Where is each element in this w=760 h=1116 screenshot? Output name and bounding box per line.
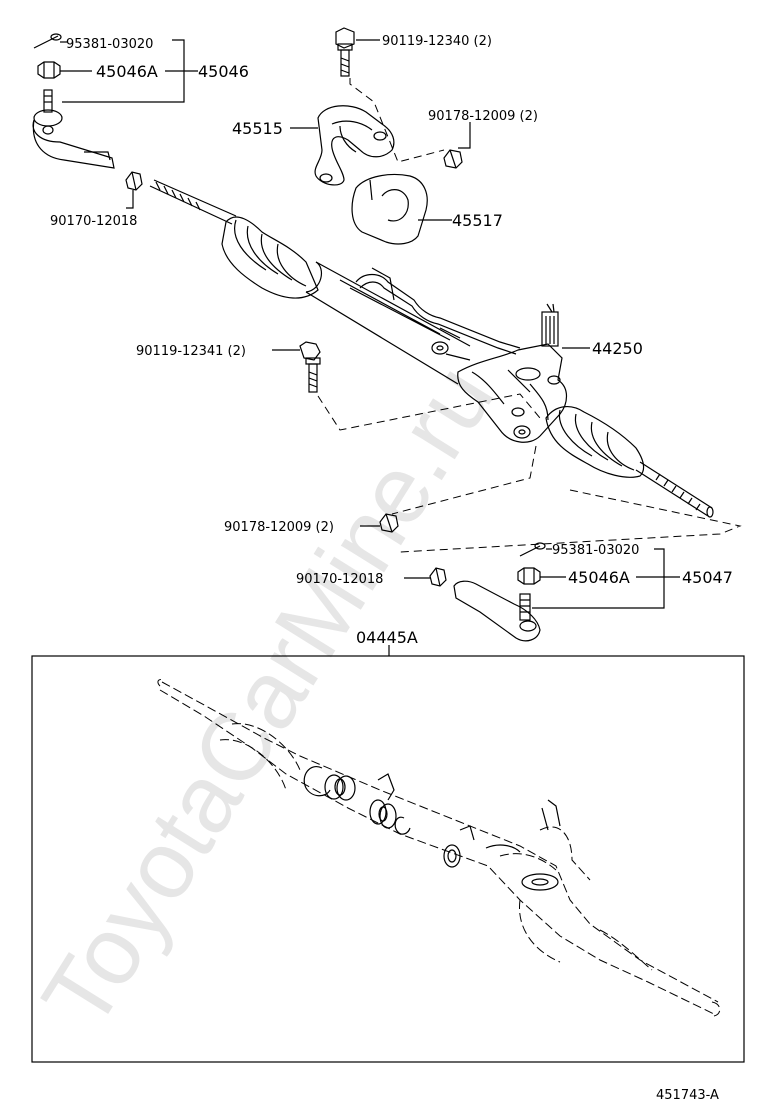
label-nut-bottom: 90178-12009 (2): [224, 520, 334, 535]
diagram-code: 451743-A: [656, 1088, 719, 1103]
label-cotter-pin-left: 95381-03020: [66, 37, 153, 52]
valve-gasket-icon: [521, 873, 559, 891]
oil-seal-icon: [324, 774, 356, 801]
label-nut-right: 45046A: [568, 568, 630, 587]
label-nut-top: 90178-12009 (2): [428, 109, 538, 124]
snap-ring-2-icon: [394, 816, 411, 835]
bracket-clamp: [314, 105, 395, 186]
tie-rod-end-left: [32, 89, 115, 169]
label-nut-left: 45046A: [96, 62, 158, 81]
seal-kit-parts: [303, 766, 561, 891]
tie-rod-end-right: [453, 580, 541, 642]
label-lock-nut-left: 90170-12018: [50, 214, 137, 229]
cotter-pin-right-icon: [519, 542, 546, 557]
label-bushing: 45517: [452, 211, 503, 230]
label-gear-assembly: 44250: [592, 339, 643, 358]
end-seal-icon: [443, 844, 461, 868]
label-lock-nut-right: 90170-12018: [296, 572, 383, 587]
gasket-kit-rack-outline: [157, 679, 721, 1017]
label-gasket-kit: 04445A: [356, 628, 418, 647]
label-bolt-top: 90119-12340 (2): [382, 34, 492, 49]
gasket-kit-frame: [31, 655, 745, 1063]
label-bracket: 45515: [232, 119, 283, 138]
castle-nut-right-icon: [517, 567, 541, 585]
label-bolt-mid: 90119-12341 (2): [136, 344, 246, 359]
lock-nut-right-icon: [429, 567, 447, 587]
watermark: ToyotaCarMine.ru: [22, 347, 514, 1046]
lock-nut-left-icon: [125, 171, 143, 191]
nut-top-icon: [443, 149, 463, 169]
cotter-pin-left-icon: [33, 33, 62, 49]
rack-bushing-icon: [369, 799, 397, 829]
bushing: [351, 173, 452, 245]
label-cotter-pin-right: 95381-03020: [552, 543, 639, 558]
snap-ring-icon: [303, 766, 331, 797]
castle-nut-left-icon: [37, 61, 61, 79]
bolt-mid-icon: [299, 341, 321, 393]
bolt-top-icon: [335, 27, 355, 77]
steering-rack-body: [149, 179, 714, 518]
nut-bottom-icon: [379, 513, 399, 533]
label-tie-rod-end-left: 45046: [198, 62, 249, 81]
label-tie-rod-end-right: 45047: [682, 568, 733, 587]
